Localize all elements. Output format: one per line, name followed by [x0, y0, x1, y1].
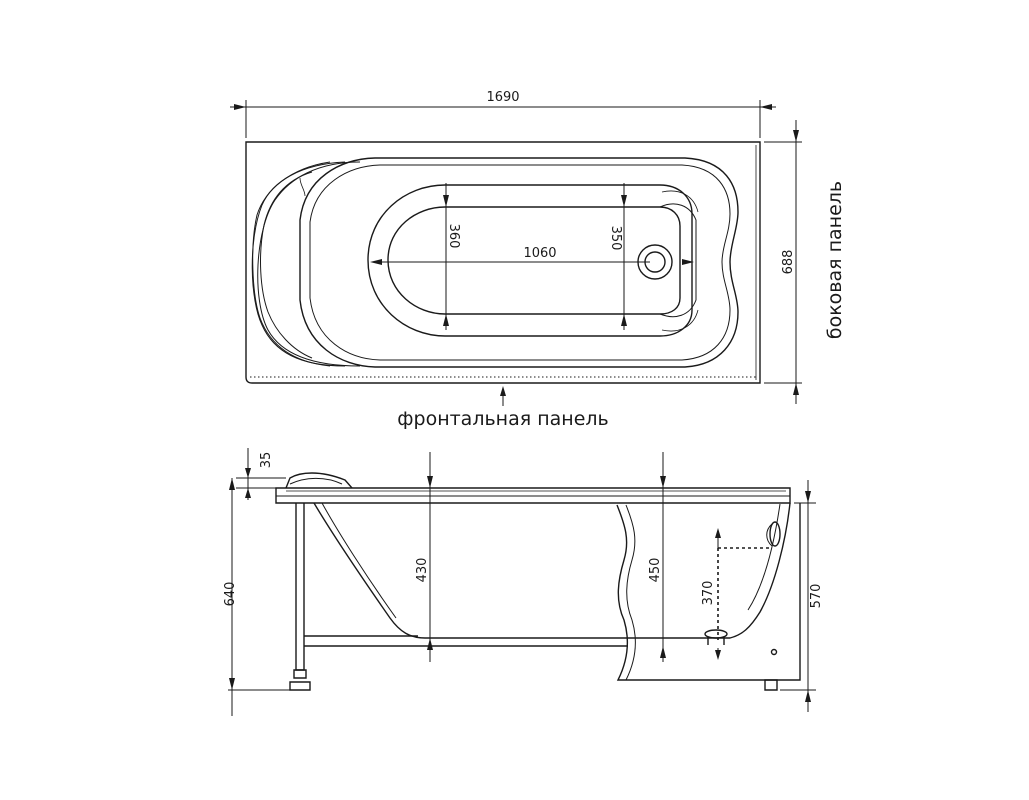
frame [295, 503, 305, 671]
bowl-outline [299, 157, 739, 368]
dim-depth-left: 430 [415, 452, 433, 662]
dim-total-height: 640 [223, 478, 310, 716]
dim-width-label: 688 [781, 250, 796, 275]
dim-length: 1690 [230, 90, 776, 138]
headrest [285, 472, 353, 489]
top-view: 1690 688 1060 360 350 [230, 90, 846, 430]
tub-body [313, 502, 628, 639]
side-view: 370 35 640 430 450 [223, 448, 824, 716]
dim-length-label: 1690 [486, 90, 519, 105]
dim-inner-width-right-label: 350 [608, 226, 623, 251]
dim-inner-length: 1060 [370, 246, 694, 265]
dim-width: 688 [764, 120, 802, 404]
dim-depth-right-label: 450 [648, 558, 663, 583]
tub-outline-top [245, 141, 761, 384]
dim-inner-length-label: 1060 [523, 246, 556, 261]
dim-inner-width-left-label: 360 [446, 224, 461, 249]
bowl-bottom [367, 184, 693, 337]
dim-rim-height: 35 [236, 448, 286, 500]
dim-rim-height-label: 35 [259, 452, 274, 469]
dim-depth-left-label: 430 [415, 558, 430, 583]
dim-panel-height: 570 [780, 480, 824, 712]
dim-panel-height-label: 570 [809, 584, 824, 609]
front-panel [616, 503, 801, 681]
dim-inner-width-left: 360 [443, 183, 461, 330]
front-panel-label: фронтальная панель [397, 408, 608, 430]
dim-drain-height-label: 370 [701, 581, 716, 606]
drain-dash [717, 547, 770, 640]
dim-inner-width-right: 350 [608, 183, 627, 330]
dim-depth-right: 450 [648, 452, 666, 662]
side-panel-label: боковая панель [824, 181, 846, 339]
headrest-curves [257, 161, 361, 367]
dim-total-height-label: 640 [223, 582, 238, 607]
